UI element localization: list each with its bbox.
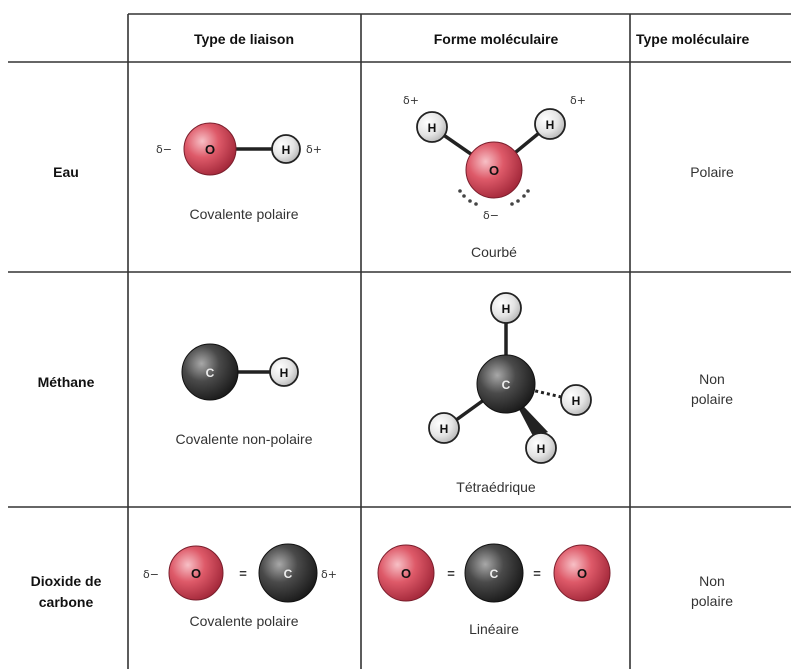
- hydrogen-atom-label: H: [282, 143, 291, 157]
- water-bond-diagram: O H δ− δ+: [156, 122, 322, 176]
- delta-plus: δ+: [321, 568, 337, 581]
- co2-type-line1: Non: [699, 573, 725, 589]
- water-shape-diagram: O H H δ+ δ+ δ−: [403, 94, 586, 222]
- water-molecular-type: Polaire: [690, 164, 734, 180]
- oxygen-atom-label: O: [205, 142, 215, 157]
- oxygen-atom-label: O: [401, 566, 411, 581]
- lone-pair-dots: [458, 189, 530, 206]
- hydrogen-atom: [525, 432, 557, 464]
- hydrogen-atom-label: H: [502, 302, 511, 316]
- hydrogen-atom-label: H: [280, 366, 289, 380]
- oxygen-atom-label: O: [489, 163, 499, 178]
- delta-minus: δ−: [156, 143, 172, 156]
- header-molecular-type: Type moléculaire: [636, 31, 750, 47]
- hydrogen-atom-label: H: [428, 121, 437, 135]
- double-bond-sign: =: [239, 566, 247, 581]
- double-bond-sign: =: [533, 566, 541, 581]
- double-bond-sign: =: [447, 566, 455, 581]
- delta-plus: δ+: [570, 94, 586, 107]
- carbon-atom: [258, 543, 318, 603]
- hydrogen-atom: [416, 111, 448, 143]
- carbon-atom-label: C: [206, 366, 215, 380]
- methane-shape-caption: Tétraédrique: [456, 479, 536, 495]
- delta-minus: δ−: [483, 209, 499, 222]
- water-shape-caption: Courbé: [471, 244, 517, 260]
- hydrogen-atom: [269, 357, 299, 387]
- oxygen-atom: [553, 544, 611, 602]
- carbon-atom-label: C: [502, 378, 511, 392]
- methane-type-line2: polaire: [691, 391, 733, 407]
- delta-minus: δ−: [143, 568, 159, 581]
- hydrogen-atom: [560, 384, 592, 416]
- hydrogen-atom: [534, 108, 566, 140]
- hydrogen-atom-label: H: [440, 422, 449, 436]
- water-bond-caption: Covalente polaire: [190, 206, 299, 222]
- row-label-water: Eau: [53, 164, 79, 180]
- delta-plus: δ+: [306, 143, 322, 156]
- oxygen-atom: [465, 141, 523, 199]
- hydrogen-atom: [428, 412, 460, 444]
- co2-shape-diagram: O = C = O: [377, 543, 611, 603]
- methane-type-line1: Non: [699, 371, 725, 387]
- co2-bond-caption: Covalente polaire: [190, 613, 299, 629]
- oxygen-atom-label: O: [191, 566, 201, 581]
- hydrogen-atom-label: H: [546, 118, 555, 132]
- carbon-atom-label: C: [490, 567, 499, 581]
- row-label-co2-line2: carbone: [39, 594, 94, 610]
- carbon-atom: [464, 543, 524, 603]
- oxygen-atom-label: O: [577, 566, 587, 581]
- hydrogen-atom-label: H: [572, 394, 581, 408]
- row-label-methane: Méthane: [38, 374, 95, 390]
- header-molecular-shape: Forme moléculaire: [434, 31, 559, 47]
- co2-bond-diagram: O = C δ− δ+: [143, 543, 337, 603]
- methane-bond-diagram: C H: [181, 343, 299, 401]
- table-grid: [8, 13, 791, 669]
- row-label-co2-line1: Dioxide de: [31, 573, 102, 589]
- methane-shape-diagram: C H H H H: [428, 292, 592, 464]
- co2-shape-caption: Linéaire: [469, 621, 519, 637]
- hydrogen-atom: [490, 292, 522, 324]
- carbon-atom: [476, 354, 536, 414]
- oxygen-atom: [168, 545, 224, 601]
- oxygen-atom: [377, 544, 435, 602]
- hydrogen-atom: [271, 134, 301, 164]
- carbon-atom: [181, 343, 239, 401]
- header-bond-type: Type de liaison: [194, 31, 294, 47]
- delta-plus: δ+: [403, 94, 419, 107]
- methane-bond-caption: Covalente non-polaire: [176, 431, 313, 447]
- co2-type-line2: polaire: [691, 593, 733, 609]
- oxygen-atom: [183, 122, 237, 176]
- hydrogen-atom-label: H: [537, 442, 546, 456]
- carbon-atom-label: C: [284, 567, 293, 581]
